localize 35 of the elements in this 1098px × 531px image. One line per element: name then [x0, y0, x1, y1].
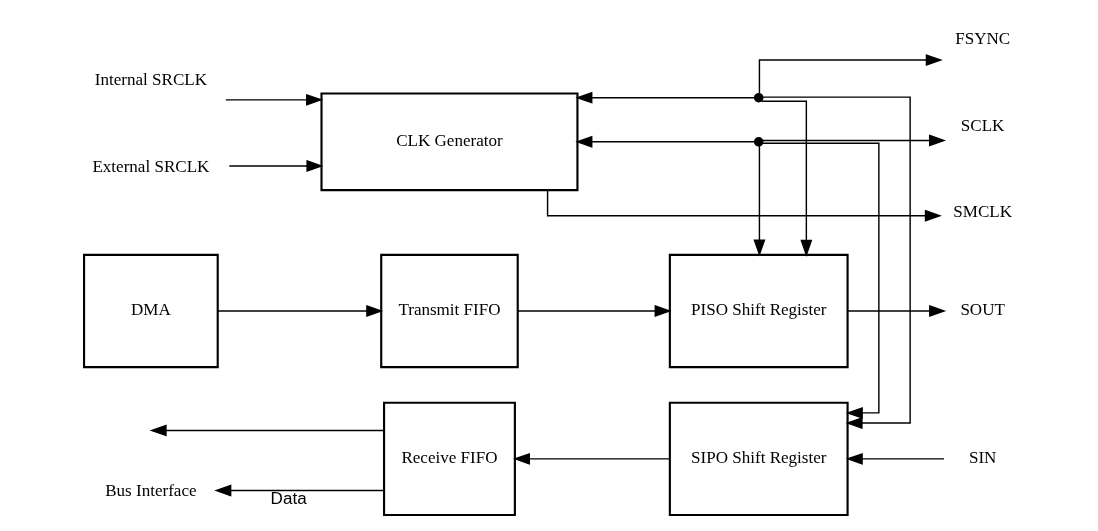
- arrow: [512, 452, 671, 465]
- arrow: [762, 142, 880, 419]
- node-text: FSYNC: [955, 28, 1011, 48]
- node-box: Transmit FIFO: [380, 253, 519, 369]
- node-box: DMA: [83, 253, 219, 369]
- node-box: CLK Generator: [320, 92, 579, 192]
- node-dot: [753, 137, 764, 147]
- node-text: Bus Interface: [105, 480, 197, 500]
- arrow: [228, 160, 324, 172]
- node-box: SIPO Shift Register: [668, 401, 849, 517]
- arrow: [225, 93, 324, 106]
- edge-label: Data: [270, 489, 307, 509]
- node-text: External SRCLK: [92, 156, 210, 176]
- arrow: [761, 134, 947, 147]
- arrow: [217, 305, 384, 317]
- arrow: [762, 96, 911, 430]
- node-text: Internal SRCLK: [94, 70, 207, 90]
- node-text: SMCLK: [953, 202, 1013, 222]
- node-text: SCLK: [960, 115, 1005, 135]
- arrow: [149, 424, 385, 437]
- node-box: Receive FIFO: [383, 401, 516, 517]
- arrow: [847, 305, 947, 317]
- arrow: [575, 91, 756, 104]
- node-text: SIN: [968, 448, 997, 468]
- arrow: [575, 135, 756, 148]
- node-text: SOUT: [960, 300, 1005, 320]
- arrow: [546, 189, 942, 222]
- node-dot: [753, 92, 764, 103]
- arrow: [517, 305, 672, 317]
- arrow: [214, 484, 385, 497]
- arrow: [758, 54, 943, 94]
- arrow: [845, 452, 945, 465]
- arrow: [760, 100, 813, 257]
- node-box: PISO Shift Register: [668, 253, 849, 369]
- arrow: [753, 145, 766, 257]
